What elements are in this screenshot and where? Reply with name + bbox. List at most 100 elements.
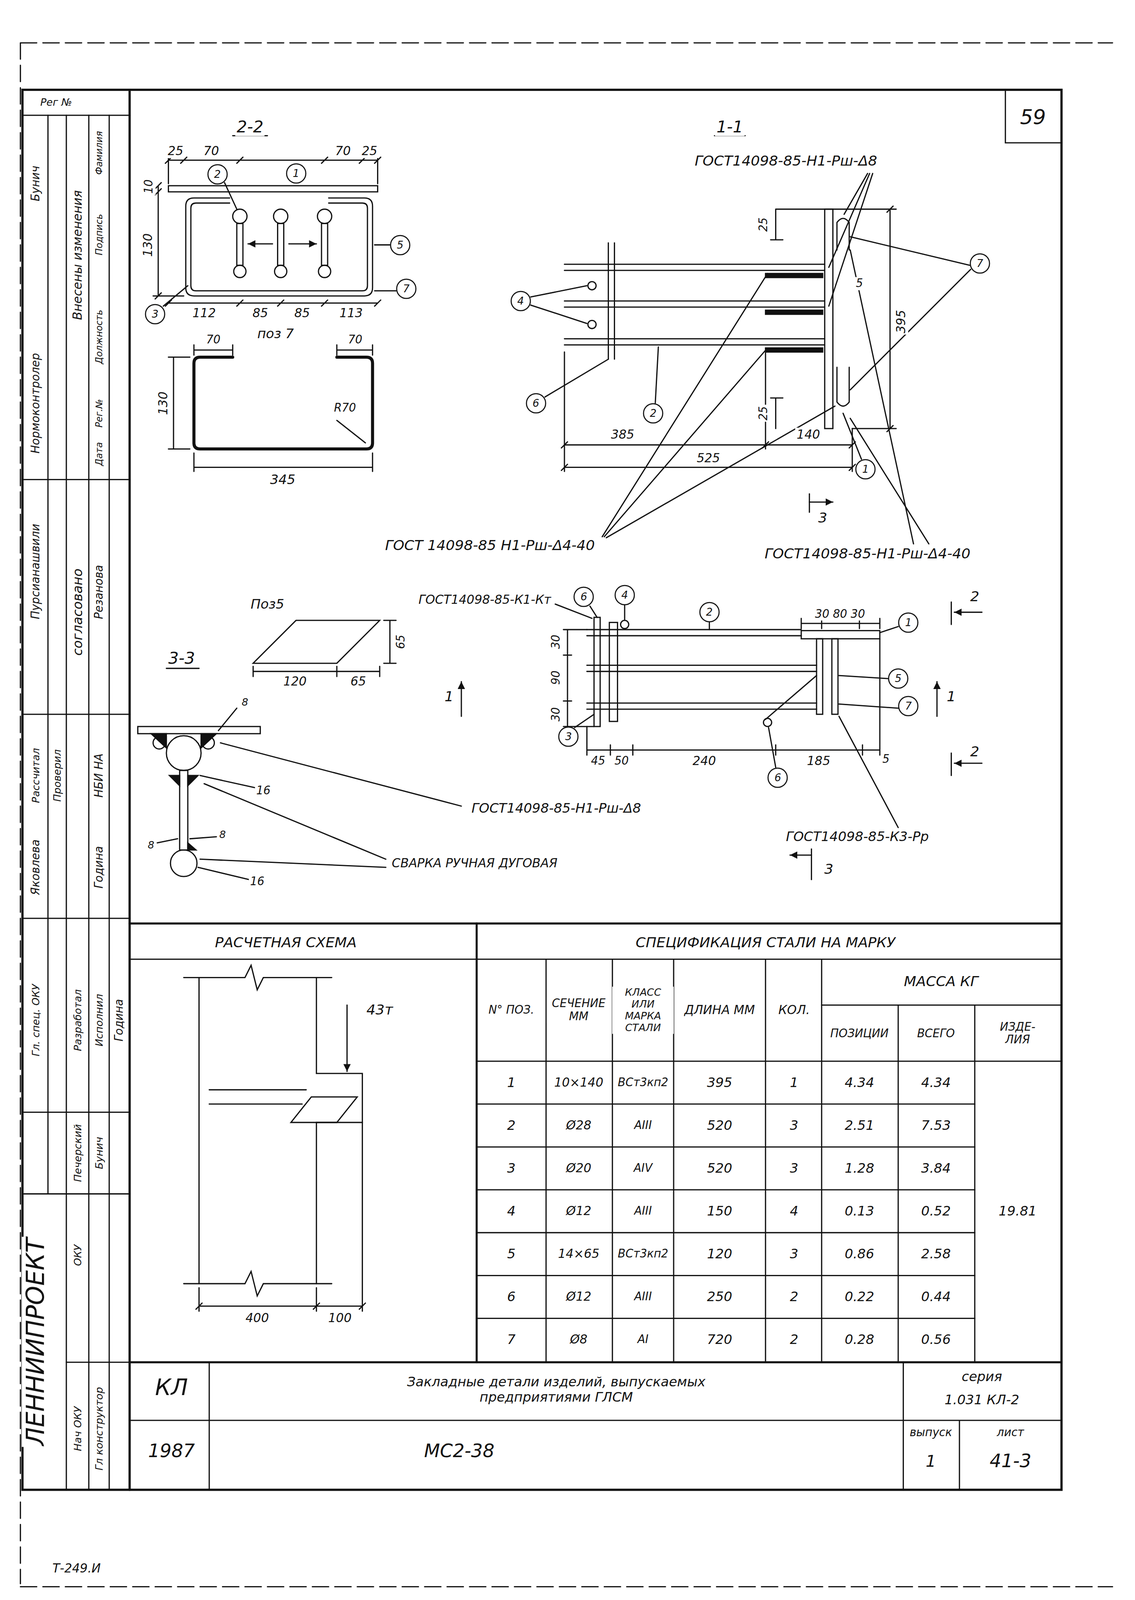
dimension-text: 400 — [244, 1311, 270, 1326]
title-block-grid — [129, 1362, 1062, 1490]
design-scheme — [199, 1122, 363, 1312]
part-title: Поз5 — [249, 596, 286, 612]
callout-outline — [390, 235, 410, 255]
callout-number: 6 — [580, 591, 588, 603]
section-1-1 — [608, 242, 615, 360]
dimension-text: 8 — [240, 695, 250, 708]
table-cell: 2 — [505, 1117, 517, 1134]
callout-circle: 7 — [395, 278, 417, 300]
table-cell: 3.84 — [920, 1160, 953, 1177]
plan-view — [586, 629, 817, 710]
dimension-text: 85 — [293, 306, 312, 321]
stamp-text: 1987 — [146, 1440, 197, 1462]
plan-view — [789, 854, 812, 856]
stamp-text: Закладные детали изделий, выпускаемых пр… — [386, 1374, 727, 1405]
table-header: ВСЕГО — [915, 1027, 956, 1041]
dimension-text: 43т — [365, 1001, 395, 1019]
dimension-text: 70 — [346, 333, 364, 347]
table-cell: 5 — [505, 1246, 517, 1262]
stamp-text: 41-3 — [988, 1450, 1033, 1472]
table-header: КОЛ. — [767, 1003, 821, 1018]
section-1-1 — [602, 273, 835, 538]
dimension-text: 65 — [394, 633, 408, 651]
callout-outline — [699, 602, 720, 622]
table-cell: 0.13 — [843, 1203, 876, 1219]
stamp-grid — [22, 115, 130, 1363]
callout-outline — [768, 768, 788, 788]
stamp-text: КЛ — [153, 1374, 190, 1401]
dimension-text: 385 — [609, 427, 636, 442]
callout-outline — [888, 668, 908, 689]
section-1-1 — [564, 352, 853, 472]
section-2-2 — [168, 185, 378, 192]
stamp-text: Проверил — [51, 747, 63, 803]
table-cell: Ø20 — [564, 1161, 593, 1176]
stamp-text: НБИ НА — [92, 751, 106, 799]
detail-pos-5 — [252, 620, 396, 677]
table-header: ПОЗИЦИИ — [828, 1027, 890, 1041]
section-1-1 — [809, 501, 834, 503]
section-2-2 — [152, 182, 184, 299]
table-cell: 0.86 — [843, 1246, 876, 1262]
stamp-text: Рег.№ — [93, 397, 105, 429]
callout-number: 7 — [976, 258, 983, 269]
stamp-text: ОКУ — [71, 1242, 84, 1267]
section-title: 1-1 — [715, 117, 745, 136]
table-cell: 10×140 — [552, 1075, 605, 1090]
stamp-text: Дата — [93, 440, 105, 468]
stamp-text: Гл конструктор — [93, 1385, 105, 1472]
spec-table-grid — [546, 958, 975, 1363]
dimension-text: 5 — [854, 276, 865, 291]
table-header: СЕЧЕНИЕ ММ — [546, 997, 611, 1024]
table-cell: 720 — [705, 1332, 734, 1348]
stamp-text: Должность — [93, 307, 105, 365]
callout-number: 1 — [905, 617, 912, 628]
plan-view — [810, 848, 813, 880]
section-2-2 — [274, 265, 287, 278]
table-cell: 3 — [505, 1160, 517, 1177]
detail-pos-7 — [193, 356, 373, 449]
dimension-text: 25 — [757, 215, 771, 233]
callout-number: 7 — [905, 700, 912, 712]
stamp-text: Година — [113, 997, 127, 1043]
title-block-grid — [129, 1362, 1062, 1490]
section-title: 2-2 — [235, 117, 265, 136]
sheet-number: 59 — [1018, 105, 1048, 130]
callout-number: 2 — [214, 169, 221, 180]
callout-outline — [145, 304, 165, 324]
sheet-frame — [128, 89, 131, 1490]
table-header: N° ПОЗ. — [479, 1003, 544, 1017]
sheet-frame — [20, 42, 1113, 1587]
dimension-text: 30 — [550, 705, 564, 723]
callout-number: 6 — [774, 772, 782, 783]
section-1-1 — [828, 173, 873, 307]
callout-circle: 7 — [969, 252, 991, 274]
stamp-text: ЛЕННИИПРОЕКТ — [21, 1236, 50, 1447]
table-cell: 1 — [788, 1074, 800, 1091]
dimension-text: 140 — [795, 427, 822, 442]
stamp-text: Фамилия — [93, 129, 105, 177]
dimension-text: 185 — [805, 754, 832, 769]
stamp-text: Бунич — [29, 164, 43, 204]
detail-pos-7 — [168, 356, 190, 449]
section-3-3 — [200, 742, 462, 868]
dimension-text: 10 — [142, 178, 156, 196]
detail-pos-5 — [252, 620, 380, 664]
table-cell: 1.28 — [843, 1160, 876, 1177]
dimension-text: 240 — [691, 754, 717, 769]
stamp-text: 1 — [924, 1451, 938, 1471]
callout-outline — [855, 459, 876, 479]
dimension-text: 70 — [333, 144, 353, 159]
section-2-2 — [321, 223, 328, 266]
plan-view — [563, 629, 595, 727]
section-1-1 — [770, 209, 897, 429]
dimension-text: 120 — [281, 674, 308, 689]
table-cell: 250 — [705, 1289, 734, 1305]
dimension-text: 50 — [612, 754, 630, 768]
section-3-3 — [166, 667, 200, 669]
section-1-1 — [837, 218, 850, 407]
table-cell: 3 — [788, 1160, 800, 1177]
spec-table-grid — [129, 958, 1062, 1363]
table-cell: 395 — [705, 1074, 734, 1091]
section-1-1 — [588, 320, 597, 329]
